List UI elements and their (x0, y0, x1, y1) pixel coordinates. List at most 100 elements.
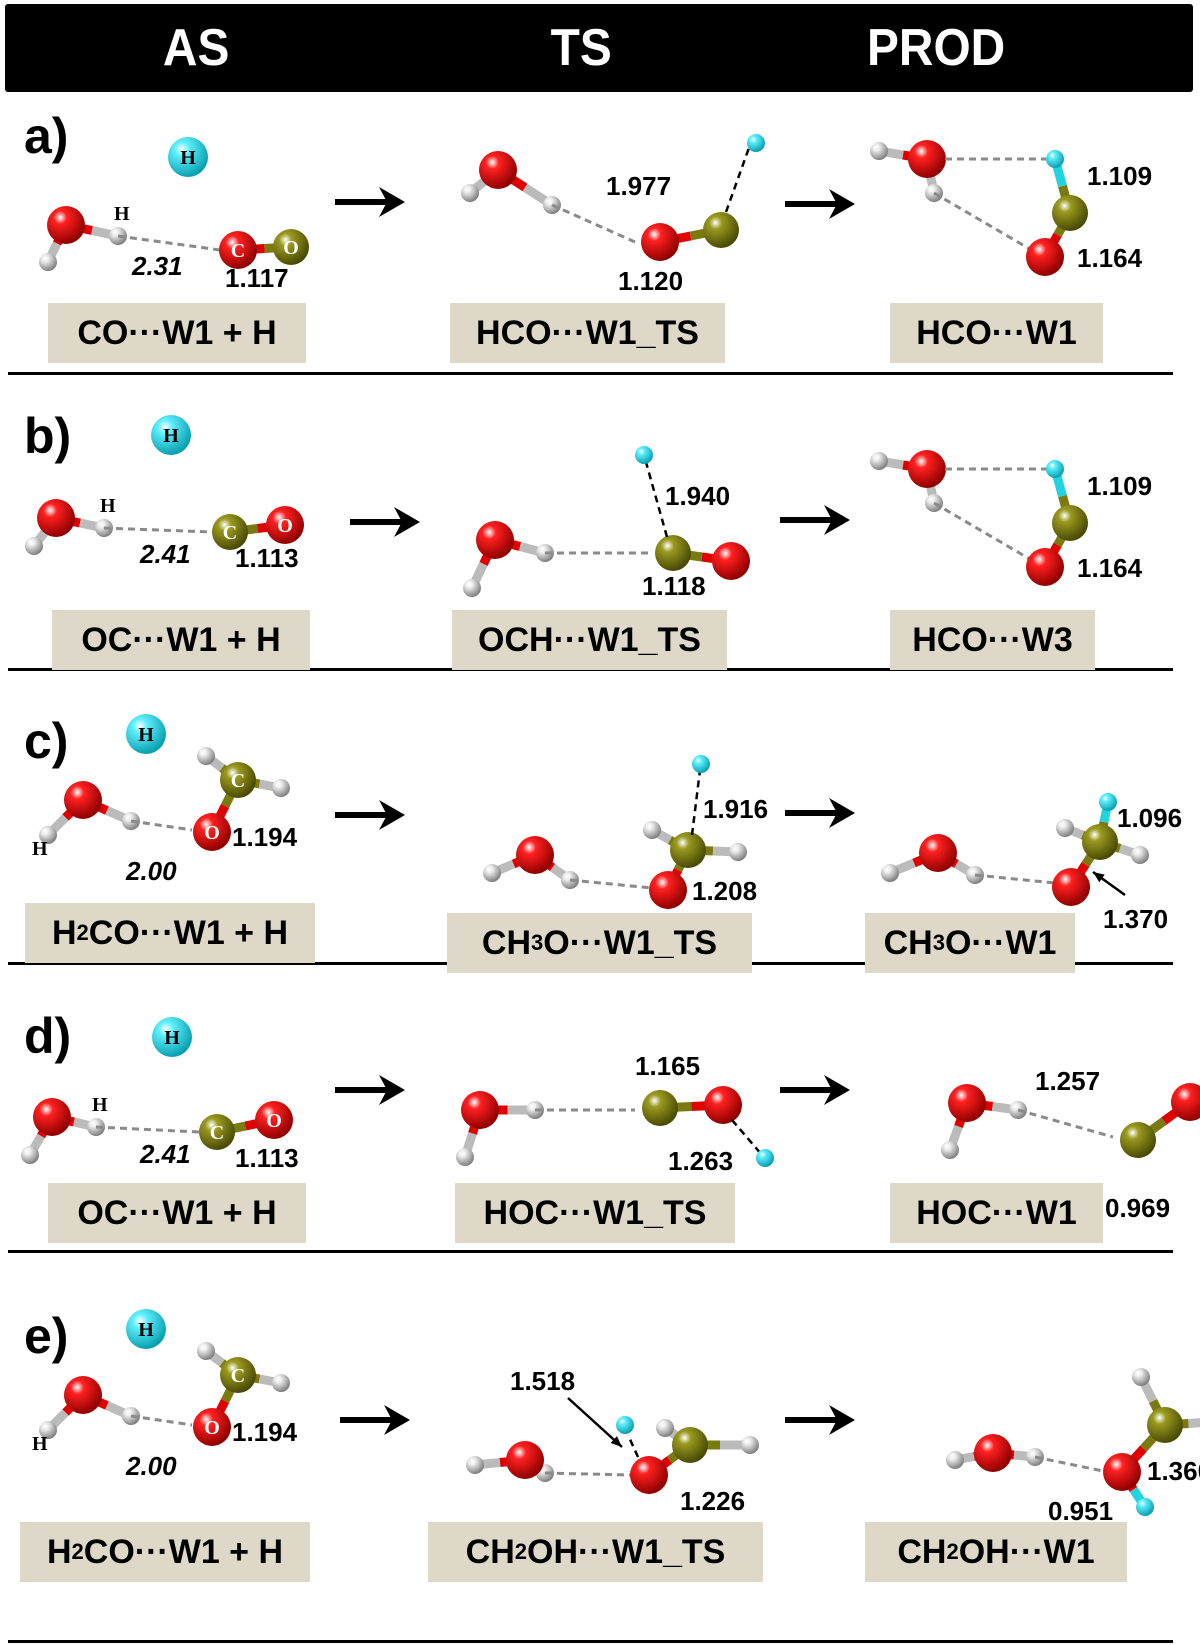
hydrogen-bond-dash (933, 501, 1041, 567)
atom-symbol: H (164, 1027, 180, 1049)
atom-symbol: H (138, 1319, 154, 1341)
species-label: HCO···W1_TS (476, 313, 699, 352)
water-hydrogen (39, 826, 57, 844)
oxygen-atom (1103, 1453, 1141, 1491)
atom-symbol: O (283, 237, 299, 259)
methyl-hydrogen (272, 1374, 290, 1392)
methyl-hydrogen (1132, 1368, 1150, 1386)
carbon-atom (670, 832, 706, 868)
methyl-hydrogen (197, 747, 215, 765)
water-hydrogen (483, 864, 501, 882)
species-label-part: CH (897, 1532, 947, 1571)
species-label: OCH···W1_TS (478, 620, 701, 659)
distance-label: 1.164 (1077, 553, 1143, 583)
oxygen-atom: O (266, 506, 304, 544)
water-h-symbol: H (114, 203, 130, 225)
distance-label: 1.257 (1035, 1066, 1100, 1096)
water-h-symbol: H (32, 838, 48, 860)
incoming-hydrogen: H (126, 714, 166, 754)
co-bond-length: 1.113 (235, 543, 299, 573)
distance-label: 1.360 (1147, 1456, 1200, 1486)
hbond-distance: 2.41 (139, 1139, 191, 1169)
carbon-atom (703, 212, 739, 248)
carbon-atom (642, 1090, 678, 1126)
water-hydrogen (463, 579, 481, 597)
species-label-part: H (51, 913, 77, 952)
pointer-arrowhead (1093, 872, 1105, 883)
oxygen-atom (712, 542, 750, 580)
distance-label: 1.109 (1087, 471, 1152, 501)
distance-label: 0.969 (1105, 1193, 1170, 1223)
water-oxygen (476, 521, 514, 559)
incoming-hydrogen (1046, 150, 1064, 168)
ts-species-label: HOC···W1_TS (455, 1183, 735, 1243)
water-oxygen (479, 151, 517, 189)
prod-structure: 1.257 0.969 (941, 1066, 1200, 1223)
species-label-part: CH (465, 1532, 515, 1571)
column-header-prod: PROD (867, 19, 1006, 77)
distance-label: 1.518 (510, 1366, 575, 1396)
water-hydrogen (39, 253, 57, 271)
species-label-part: 2 (514, 1539, 528, 1564)
species-label-part: CH (481, 923, 532, 962)
atom-symbol: C (231, 240, 245, 262)
reaction-arrow (785, 798, 855, 828)
oxygen-atom: O (255, 1101, 293, 1139)
hydrogen-bond-dash (130, 819, 193, 832)
methyl-hydrogen (272, 779, 290, 797)
distance-label: 1.120 (618, 266, 683, 296)
water-oxygen (33, 1098, 71, 1136)
carbon-atom: C (220, 1357, 256, 1393)
species-label-part: 2 (946, 1539, 959, 1564)
reaction-arrow (340, 1405, 410, 1435)
incoming-hydrogen (616, 1416, 634, 1434)
oxygen-atom (630, 1456, 668, 1494)
hydrogen-bond-dash (95, 1125, 200, 1134)
distance-label: 1.208 (692, 876, 757, 906)
oxygen-atom (641, 223, 679, 261)
carbon-atom (655, 535, 691, 571)
distance-label: 1.118 (642, 571, 706, 601)
reaction-arrow (335, 800, 405, 830)
atom-symbol: C (231, 770, 245, 792)
water-oxygen (461, 1091, 499, 1129)
oxygen-atom (1026, 238, 1064, 276)
row-divider (8, 372, 1173, 375)
distance-label: 0.951 (1048, 1496, 1113, 1526)
atom-symbol: O (204, 1417, 220, 1439)
incoming-hydrogen (692, 755, 710, 773)
oxygen-atom (649, 871, 687, 909)
incoming-hydrogen: H (168, 137, 208, 177)
atom-symbol: O (204, 822, 220, 844)
water-oxygen (516, 836, 554, 874)
oxygen-atom: O (193, 813, 231, 851)
oxygen-atom: O (193, 1408, 231, 1446)
atom-symbol: H (163, 425, 179, 447)
incoming-hydrogen (747, 134, 765, 152)
reaction-arrow (350, 507, 420, 537)
pointer-arrowhead (610, 1436, 622, 1447)
oxygen-atom (704, 1086, 742, 1124)
distance-label: 1.109 (1087, 161, 1152, 191)
carbon-atom (1147, 1407, 1183, 1443)
species-label-part: OH···W1 (958, 1532, 1095, 1571)
water-oxygen (64, 781, 102, 819)
reaction-arrow (785, 1405, 855, 1435)
hydrogen-bond-dash (642, 454, 669, 538)
prod-species-label: HCO···W3 (890, 610, 1095, 670)
incoming-hydrogen (756, 1149, 774, 1167)
reaction-arrow (335, 187, 405, 217)
